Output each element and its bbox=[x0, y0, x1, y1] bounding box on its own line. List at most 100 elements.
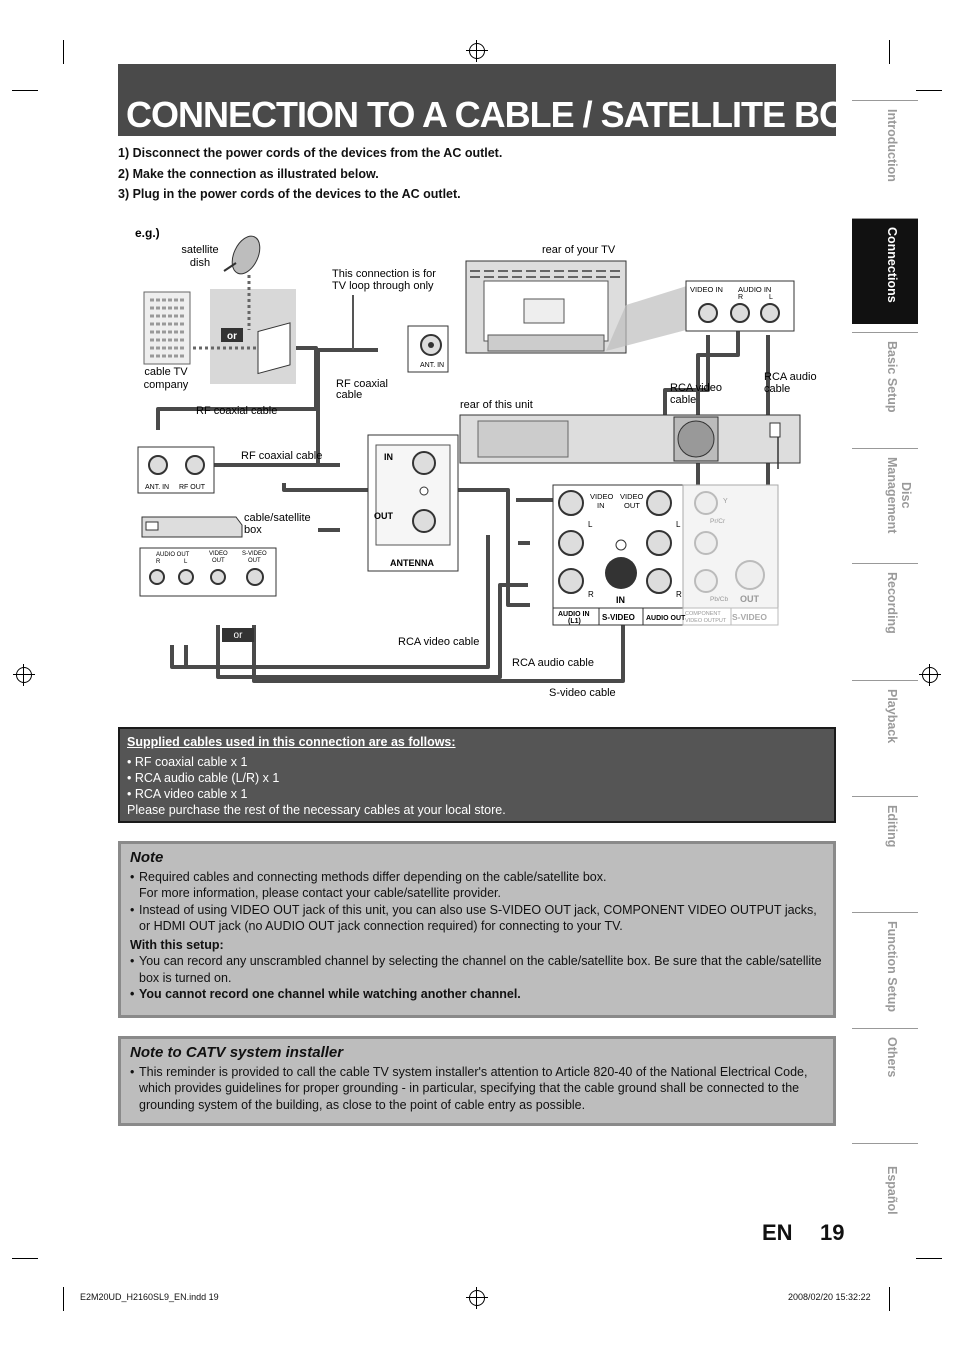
l-label: L bbox=[184, 559, 188, 565]
audio-in-l1-label: (L1) bbox=[568, 618, 581, 625]
unit-rear-icon bbox=[459, 414, 801, 464]
note-text: Required cables and connecting methods d… bbox=[139, 869, 607, 884]
loop-note: This connection is for bbox=[332, 268, 436, 280]
rca-audio-cable-label: RCA audio bbox=[764, 371, 817, 383]
antenna-in-label: IN bbox=[384, 452, 393, 462]
audio-in-l1-label: AUDIO IN bbox=[558, 611, 590, 618]
tab-label: Disc Management bbox=[885, 457, 913, 534]
tab-playback[interactable]: Playback bbox=[852, 680, 918, 786]
callout-wedge bbox=[606, 285, 690, 351]
page-number: 19 bbox=[820, 1220, 845, 1245]
tab-others[interactable]: Others bbox=[852, 1028, 918, 1134]
loop-note: TV loop through only bbox=[332, 280, 434, 292]
r-label: R bbox=[676, 590, 682, 599]
rca-audio-cable-label: cable bbox=[764, 383, 790, 395]
tab-label: Recording bbox=[885, 572, 899, 634]
ant-in-box-label: ANT. IN bbox=[145, 484, 169, 491]
r-label: R bbox=[738, 294, 743, 301]
supplied-footer: Please purchase the rest of the necessar… bbox=[127, 803, 506, 817]
tv-ant-in-jack bbox=[407, 325, 449, 373]
or-badge bbox=[222, 628, 254, 642]
registration-mark-icon bbox=[466, 40, 488, 62]
tab-basic-setup[interactable]: Basic Setup bbox=[852, 332, 918, 438]
rca-video-cable-label: cable bbox=[670, 394, 696, 406]
satellite-dish-icon bbox=[223, 235, 261, 275]
tv-input-panel bbox=[685, 280, 795, 332]
antenna-out-label: OUT bbox=[374, 511, 394, 521]
jack-label-cell bbox=[730, 607, 779, 626]
supplied-heading: Supplied cables used in this connection … bbox=[127, 735, 456, 749]
in-jack-label: IN bbox=[616, 595, 625, 605]
or-label: or bbox=[234, 630, 244, 641]
tab-espanol[interactable]: Español bbox=[852, 1143, 918, 1251]
rf-coax-label: RF coaxial cable bbox=[241, 450, 322, 462]
tab-editing[interactable]: Editing bbox=[852, 796, 918, 902]
catv-text: This reminder is provided to call the ca… bbox=[130, 1064, 824, 1114]
satellite-label: satellite bbox=[181, 244, 218, 256]
s-video-label: S-VIDEO bbox=[602, 613, 635, 622]
svideo-out-label: OUT bbox=[248, 558, 261, 564]
rf-coax-label: cable bbox=[336, 389, 362, 401]
supplied-item: • RCA video cable x 1 bbox=[127, 787, 248, 801]
note-text: For more information, please contact you… bbox=[139, 886, 501, 900]
or-label: or bbox=[227, 331, 237, 342]
audio-in-label: AUDIO IN bbox=[738, 285, 771, 294]
footer-timestamp: 2008/02/20 15:32:22 bbox=[788, 1292, 871, 1302]
note-subhead: With this setup: bbox=[130, 937, 224, 952]
antenna-label: ANTENNA bbox=[390, 558, 434, 568]
l-label: L bbox=[769, 294, 773, 301]
r-label: R bbox=[156, 559, 161, 565]
tab-label: Connections bbox=[885, 227, 899, 303]
rca-video-route bbox=[216, 583, 528, 679]
pr-label: Pr/Cr bbox=[710, 518, 726, 525]
tab-label: Introduction bbox=[885, 109, 899, 182]
rf-out-box-label: RF OUT bbox=[179, 484, 206, 491]
step-item: 2) Make the connection as illustrated be… bbox=[118, 166, 379, 181]
rca-video-cable-label: RCA video cable bbox=[398, 636, 479, 648]
tab-function-setup[interactable]: Function Setup bbox=[852, 912, 918, 1018]
crop-mark bbox=[63, 1287, 64, 1311]
audio-out-jack-label: AUDIO OUT bbox=[646, 615, 686, 622]
cable-box-label: cable/satellite bbox=[244, 512, 311, 524]
note-bullet: Required cables and connecting methods d… bbox=[130, 869, 824, 902]
tab-label: Others bbox=[885, 1037, 899, 1078]
tab-recording[interactable]: Recording bbox=[852, 563, 918, 669]
supplied-item: • RCA audio cable (L/R) x 1 bbox=[127, 771, 280, 785]
antenna-panel bbox=[367, 434, 459, 572]
rca-video-cable-label: RCA video bbox=[670, 382, 722, 394]
rca-audio-route bbox=[282, 483, 530, 607]
l-label: L bbox=[588, 520, 593, 529]
s-video-out-label: S-VIDEO bbox=[732, 612, 767, 622]
tab-introduction[interactable]: Introduction bbox=[852, 100, 918, 206]
y-label: Y bbox=[723, 498, 728, 505]
note-bullet: Instead of using VIDEO OUT jack of this … bbox=[130, 902, 824, 935]
rca-video-route bbox=[170, 535, 490, 669]
tab-disc-management[interactable]: Disc Management bbox=[852, 448, 918, 554]
l-label: L bbox=[676, 520, 681, 529]
s-video-cable-label: S-video cable bbox=[549, 687, 616, 699]
cable-box-rf-panel bbox=[137, 446, 215, 494]
step-item: 3) Plug in the power cords of the device… bbox=[118, 187, 461, 201]
video-in-jack-label: IN bbox=[597, 501, 605, 510]
tab-label: Editing bbox=[885, 805, 899, 848]
pb-label: Pb/Cb bbox=[710, 596, 728, 603]
tab-label: Basic Setup bbox=[885, 341, 899, 413]
registration-mark-icon bbox=[466, 1287, 488, 1309]
component-label: COMPONENT bbox=[685, 611, 721, 617]
crop-mark bbox=[916, 1258, 942, 1259]
tv-rear-icon bbox=[465, 260, 627, 354]
eg-label: e.g.) bbox=[135, 226, 160, 240]
out-jack-label: OUT bbox=[740, 594, 760, 604]
tab-label: Español bbox=[885, 1166, 899, 1215]
supplied-cables-box: Supplied cables used in this connection … bbox=[118, 727, 836, 823]
catv-title: Note to CATV system installer bbox=[130, 1044, 344, 1061]
steps-list: 1) Disconnect the power cords of the dev… bbox=[118, 143, 502, 205]
building-icon bbox=[143, 291, 191, 365]
crop-mark bbox=[12, 90, 38, 91]
connection-diagram: satellite dish or cable TV company e.g.)… bbox=[135, 226, 817, 699]
ant-in-label: ANT. IN bbox=[420, 362, 444, 369]
unit-av-panel bbox=[552, 484, 779, 626]
tab-connections[interactable]: Connections bbox=[852, 218, 918, 324]
or-badge bbox=[221, 328, 243, 342]
rf-coax-label: RF coaxial bbox=[336, 378, 388, 390]
